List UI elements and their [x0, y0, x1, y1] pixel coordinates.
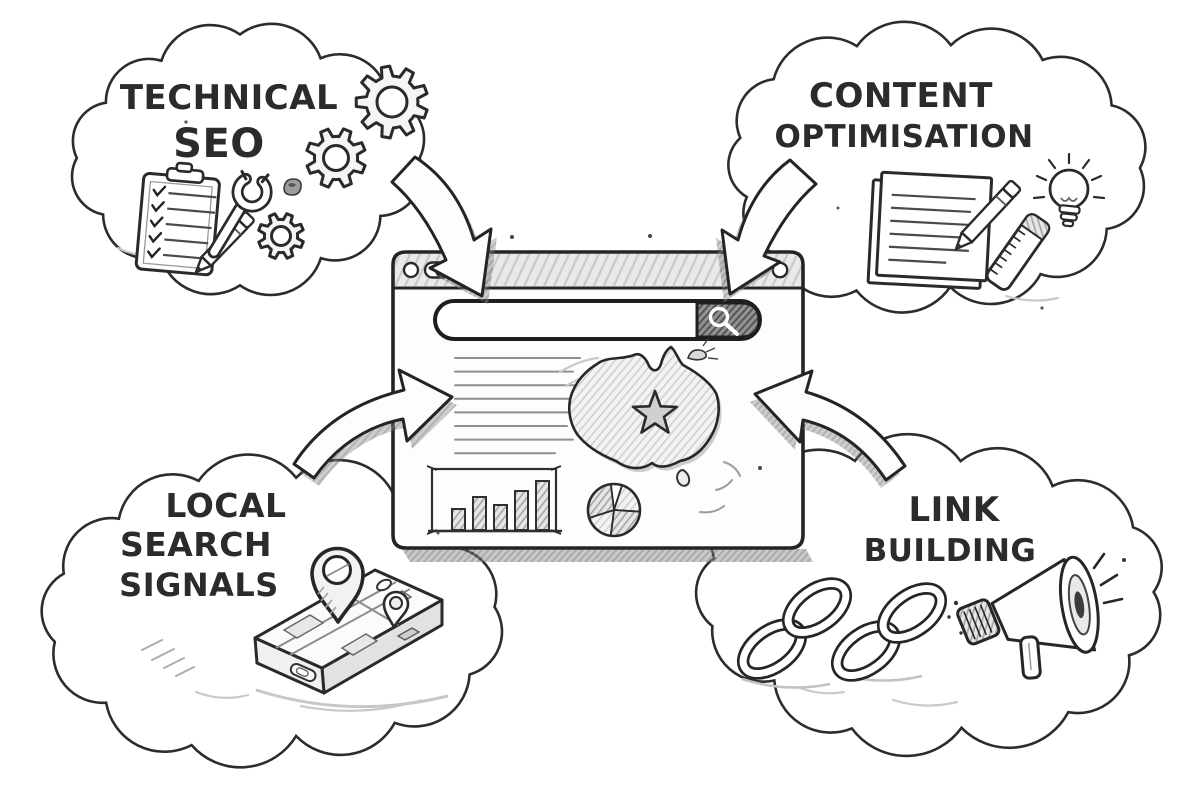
ruler-icon — [985, 213, 1051, 291]
bar — [472, 496, 487, 531]
cloud-shape — [40, 453, 504, 769]
search-icon — [708, 306, 740, 337]
document-icon — [866, 170, 994, 290]
bar-chart-icon — [426, 465, 562, 535]
speck — [836, 206, 840, 210]
pencil-shading — [141, 639, 195, 677]
cloud-label: SIGNALS — [119, 566, 279, 604]
search-button — [695, 301, 761, 339]
title-bar — [395, 254, 801, 286]
bar — [493, 504, 508, 531]
text-lines — [454, 357, 581, 455]
cloud-technical-seo: TECHNICAL SEO — [70, 22, 429, 297]
speck — [1040, 306, 1044, 310]
pencil-shading — [1004, 294, 1060, 302]
window-shadow — [402, 549, 813, 562]
pencil-shading — [194, 690, 250, 699]
cloud-label: TECHNICAL — [120, 78, 338, 118]
cloud-shape — [694, 432, 1163, 758]
pie-outline — [586, 482, 642, 538]
cloud-label: CONTENT — [809, 76, 993, 116]
cloud-link-building: LINK BUILDING — [694, 432, 1163, 758]
new-guinea-sketch — [686, 349, 707, 361]
star-icon — [631, 389, 679, 434]
chain-links-icon — [736, 577, 853, 680]
speck — [184, 120, 188, 124]
pencil-shading — [741, 677, 831, 689]
chain-links-icon — [830, 582, 948, 682]
pencil-icon — [954, 179, 1022, 251]
australia-map-icon — [558, 338, 741, 514]
cloud-content-optimisation: CONTENT OPTIMISATION — [727, 20, 1147, 314]
cloud-label: LOCAL — [165, 486, 286, 525]
cloud-label: LINK — [908, 490, 1000, 530]
bar — [514, 490, 529, 531]
wrench-icon — [207, 170, 273, 259]
cloud-label: SEO — [173, 121, 265, 167]
arrow-local-search-signals — [292, 368, 457, 486]
arrow-technical-seo — [390, 155, 497, 304]
pie-chart-icon — [586, 482, 642, 538]
lightbulb-icon — [1032, 152, 1106, 228]
sound-lines — [1092, 552, 1124, 605]
megaphone-icon — [947, 552, 1126, 680]
cloud-label: BUILDING — [864, 533, 1037, 569]
pencil-shading — [798, 686, 846, 695]
cloud-local-search-signals: LOCAL SEARCH SIGNALS — [40, 453, 504, 769]
window-button — [402, 261, 420, 279]
arrow-link-building — [750, 369, 907, 488]
cloud-label: SEARCH — [120, 525, 272, 564]
checklist-clipboard-icon — [134, 161, 221, 277]
tasmania — [675, 468, 691, 487]
bar — [451, 508, 466, 531]
gear-icon — [257, 212, 305, 260]
gear-icon — [354, 64, 429, 140]
gear-icon — [305, 127, 367, 189]
specks — [436, 234, 762, 535]
small-location-pin-icon — [382, 590, 410, 630]
pencil-shading — [891, 698, 959, 707]
cloud-label: OPTIMISATION — [774, 119, 1033, 155]
island-sketch — [699, 461, 741, 514]
arrows — [292, 155, 907, 488]
browser-window — [391, 250, 813, 562]
scribble-icon — [283, 178, 302, 196]
bar — [535, 480, 550, 531]
arrow-content-optimisation — [716, 158, 818, 302]
location-pin-icon — [310, 546, 365, 624]
